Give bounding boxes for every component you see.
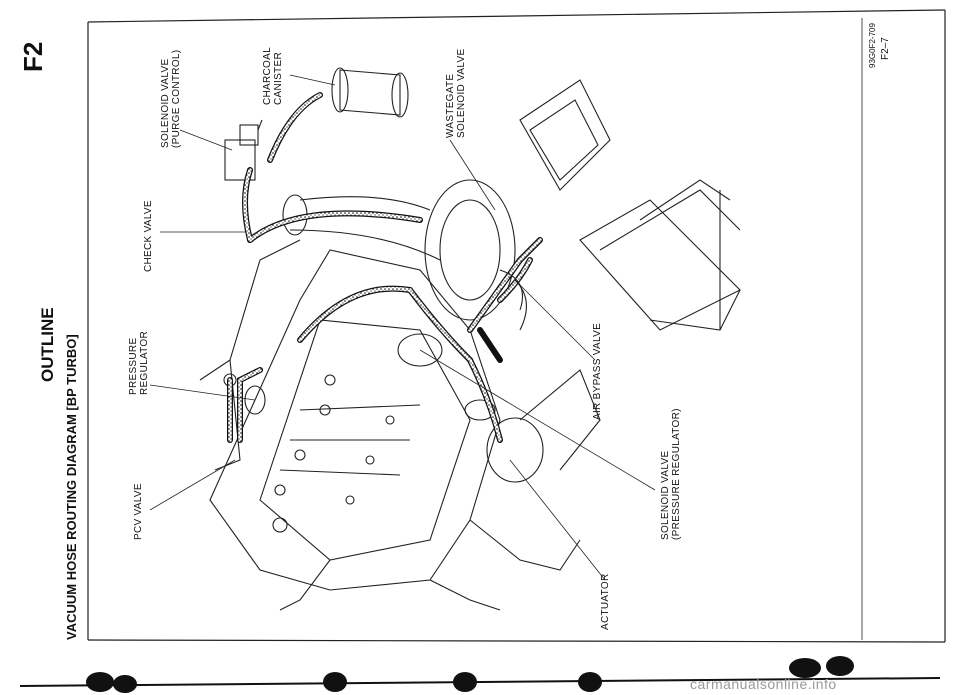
purge-solenoid	[224, 119, 263, 181]
air-cleaner	[519, 79, 741, 331]
engine-block	[199, 239, 581, 611]
charcoal-canister	[331, 67, 409, 118]
vacuum-hoses-fill	[228, 93, 542, 442]
page-frame	[87, 9, 946, 643]
scan-marks	[19, 656, 941, 693]
intake-pipe	[282, 179, 601, 483]
watermark: carmanualsonline.info	[690, 676, 837, 692]
leader-lines	[149, 74, 656, 581]
